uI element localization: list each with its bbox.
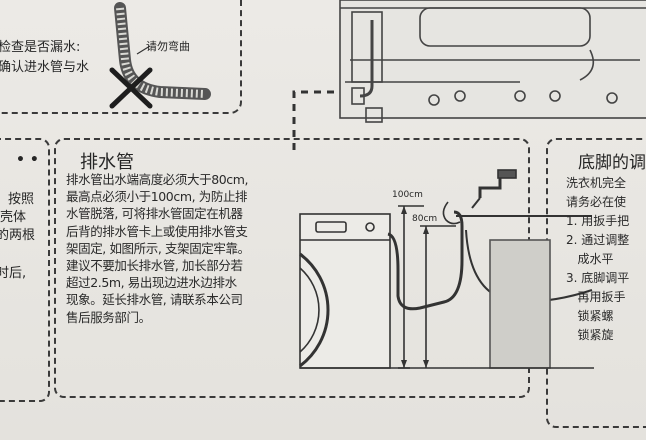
drain-line: 架固定, 如图所示, 支架固定牢靠。 xyxy=(66,240,250,256)
left-dots: • • xyxy=(16,152,39,168)
left-text-1: 按照 xyxy=(8,192,35,207)
feet-line: 锁紧螺 xyxy=(566,309,614,323)
left-text-3: 的两根 xyxy=(0,228,36,243)
drain-line: 最高点必须小于100cm, 为防止排 xyxy=(66,189,248,205)
check-leak-heading: 检查是否漏水: xyxy=(0,40,81,55)
leader-line xyxy=(292,90,338,150)
left-text-2: 壳体 xyxy=(0,210,27,225)
cross-mark-icon xyxy=(109,67,153,109)
drain-line: 售后服务部门。 xyxy=(66,309,151,325)
height-label-100cm: 100cm xyxy=(392,190,423,200)
drain-line: 后背的排水管卡上或使用排水管支 xyxy=(66,223,248,239)
drain-line: 排水管出水端高度必须大于80cm, xyxy=(66,172,249,187)
do-not-bend-caption: 请勿弯曲 xyxy=(146,40,190,53)
drain-diagram xyxy=(299,169,594,369)
feet-line: 再用扳手 xyxy=(566,290,626,304)
feet-line: 3. 底脚调平 xyxy=(566,271,630,285)
drain-line: 超过2.5m, 易出现边进水边排水 xyxy=(66,275,237,291)
feet-line: 2. 通过调整 xyxy=(566,233,630,247)
feet-line: 成水平 xyxy=(566,252,614,266)
drain-title: 排水管 xyxy=(80,152,134,173)
machine-base-illustration xyxy=(339,0,646,123)
feet-line: 锁紧旋 xyxy=(566,328,614,342)
drain-body: 排水管出水端高度必须大于80cm, 最高点必须小于100cm, 为防止排 水管脱… xyxy=(66,171,306,326)
dimension-arrows xyxy=(401,206,429,368)
drain-line: 水管脱落, 可将排水管固定在机器 xyxy=(66,206,243,222)
left-text-4: 时后, xyxy=(0,266,27,281)
feet-line: 1. 用扳手把 xyxy=(566,214,630,228)
drain-line: 现象。延长排水管, 请联系本公司 xyxy=(66,292,243,308)
feet-line: 请务必在使 xyxy=(566,195,627,209)
feet-line: 洗衣机完全 xyxy=(566,176,627,190)
drain-line: 建议不要加长排水管, 加长部分若 xyxy=(66,258,243,274)
feet-title: 底脚的调 xyxy=(578,153,646,173)
height-label-80cm: 80cm xyxy=(412,214,438,224)
check-inlet-text: 确认进水管与水 xyxy=(0,60,90,75)
top-left-section-frame xyxy=(0,0,242,114)
feet-body: 洗衣机完全 请务必在使 1. 用扳手把 2. 通过调整 成水平 3. 底脚调平 … xyxy=(566,174,629,345)
left-section-frame xyxy=(0,138,50,402)
